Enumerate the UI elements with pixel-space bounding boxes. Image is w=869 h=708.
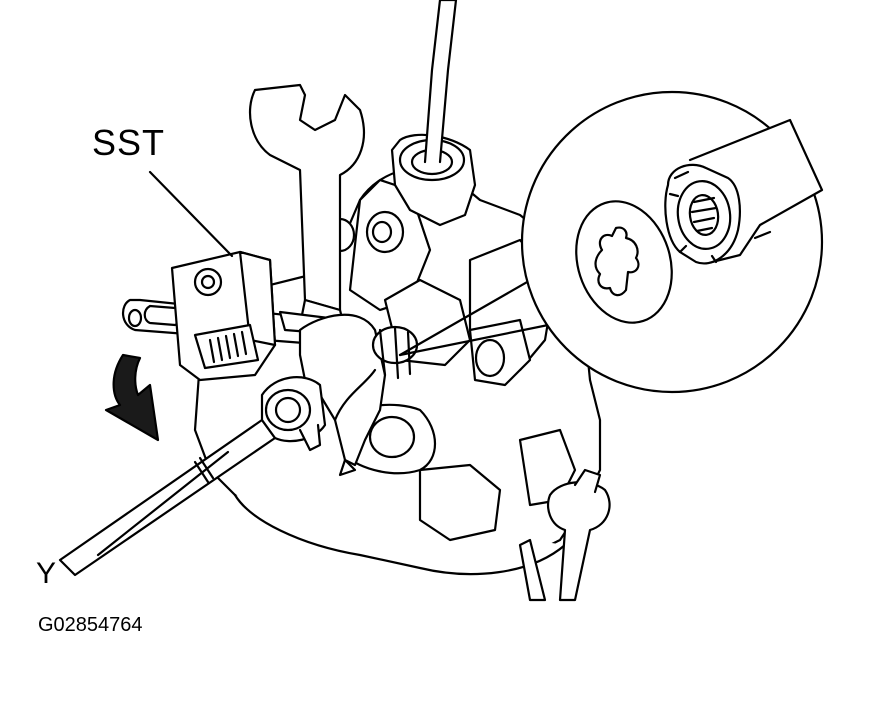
- lock-washer: [561, 189, 687, 335]
- y-label: Y: [36, 557, 57, 590]
- tie-rod-right: [520, 470, 610, 600]
- vent-tube: [392, 0, 475, 225]
- adjustable-wrench: [300, 315, 385, 475]
- sst-label: SST: [92, 122, 166, 163]
- curved-arrow-down-icon: [106, 355, 158, 440]
- figure-code: G02854764: [38, 614, 143, 636]
- shaft-end: [665, 120, 822, 263]
- sst-clamp: [172, 252, 275, 380]
- detail-callout: [522, 92, 822, 392]
- y-leader-line: [98, 452, 228, 555]
- sst-leader-line: [150, 172, 232, 256]
